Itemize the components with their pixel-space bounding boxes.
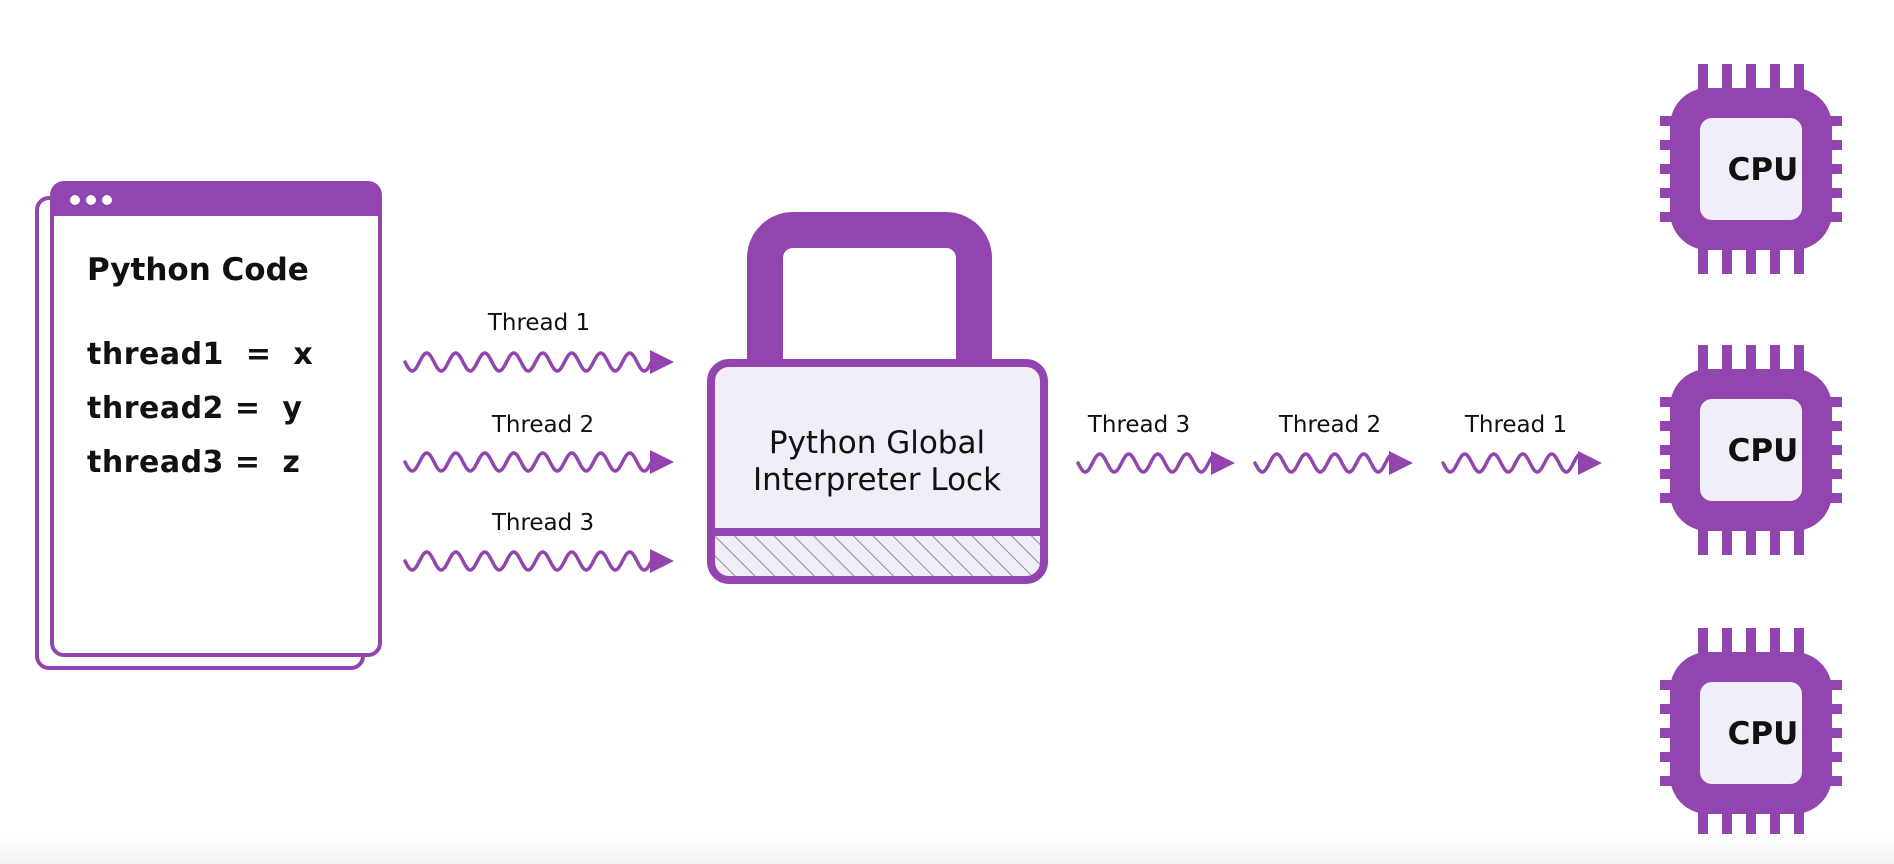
outgoing-thread-label-3: Thread 1 (1464, 412, 1567, 438)
padlock-hatch (715, 532, 1040, 576)
outgoing-threads: Thread 3 Thread 2 Thread 1 (1076, 412, 1602, 475)
incoming-thread-label-1: Thread 1 (487, 310, 590, 336)
window-titlebar (52, 183, 380, 216)
code-line-2: thread2 = y (87, 391, 302, 426)
padlock-body (707, 359, 1048, 584)
incoming-thread-label-3: Thread 3 (491, 510, 594, 536)
code-line-3: thread3 = z (87, 445, 300, 480)
cpu-label-2: CPU (1728, 433, 1799, 469)
wavy-arrow-icon (1253, 451, 1413, 475)
code-title: Python Code (87, 252, 309, 288)
wavy-arrow-icon (1441, 451, 1602, 475)
outgoing-thread-label-1: Thread 3 (1087, 412, 1190, 438)
wavy-arrow-icon (1076, 451, 1235, 475)
cpu-label-1: CPU (1728, 152, 1799, 188)
outgoing-thread-label-2: Thread 2 (1278, 412, 1381, 438)
padlock-shackle (747, 212, 992, 363)
lock-label-line-1: Python Global (769, 425, 985, 461)
window-dots-icon (70, 195, 112, 205)
cpu-chip-icon: CPU (1660, 64, 1842, 274)
wavy-arrow-icon (403, 350, 674, 374)
cpu-label-3: CPU (1728, 716, 1799, 752)
incoming-threads: Thread 1 Thread 2 Thread 3 (403, 310, 674, 573)
python-code-window: Python Code thread1 = x thread2 = y thre… (35, 181, 382, 670)
bottom-band (0, 834, 1894, 864)
incoming-thread-label-2: Thread 2 (491, 412, 594, 438)
wavy-arrow-icon (403, 450, 674, 474)
code-line-1: thread1 = x (87, 337, 313, 372)
cpu-chip-icon: CPU (1660, 345, 1842, 555)
lock-label-line-2: Interpreter Lock (753, 462, 1001, 498)
wavy-arrow-icon (403, 549, 674, 573)
padlock-icon: Python Global Interpreter Lock (707, 212, 1048, 584)
cpu-chip-icon: CPU (1660, 628, 1842, 838)
